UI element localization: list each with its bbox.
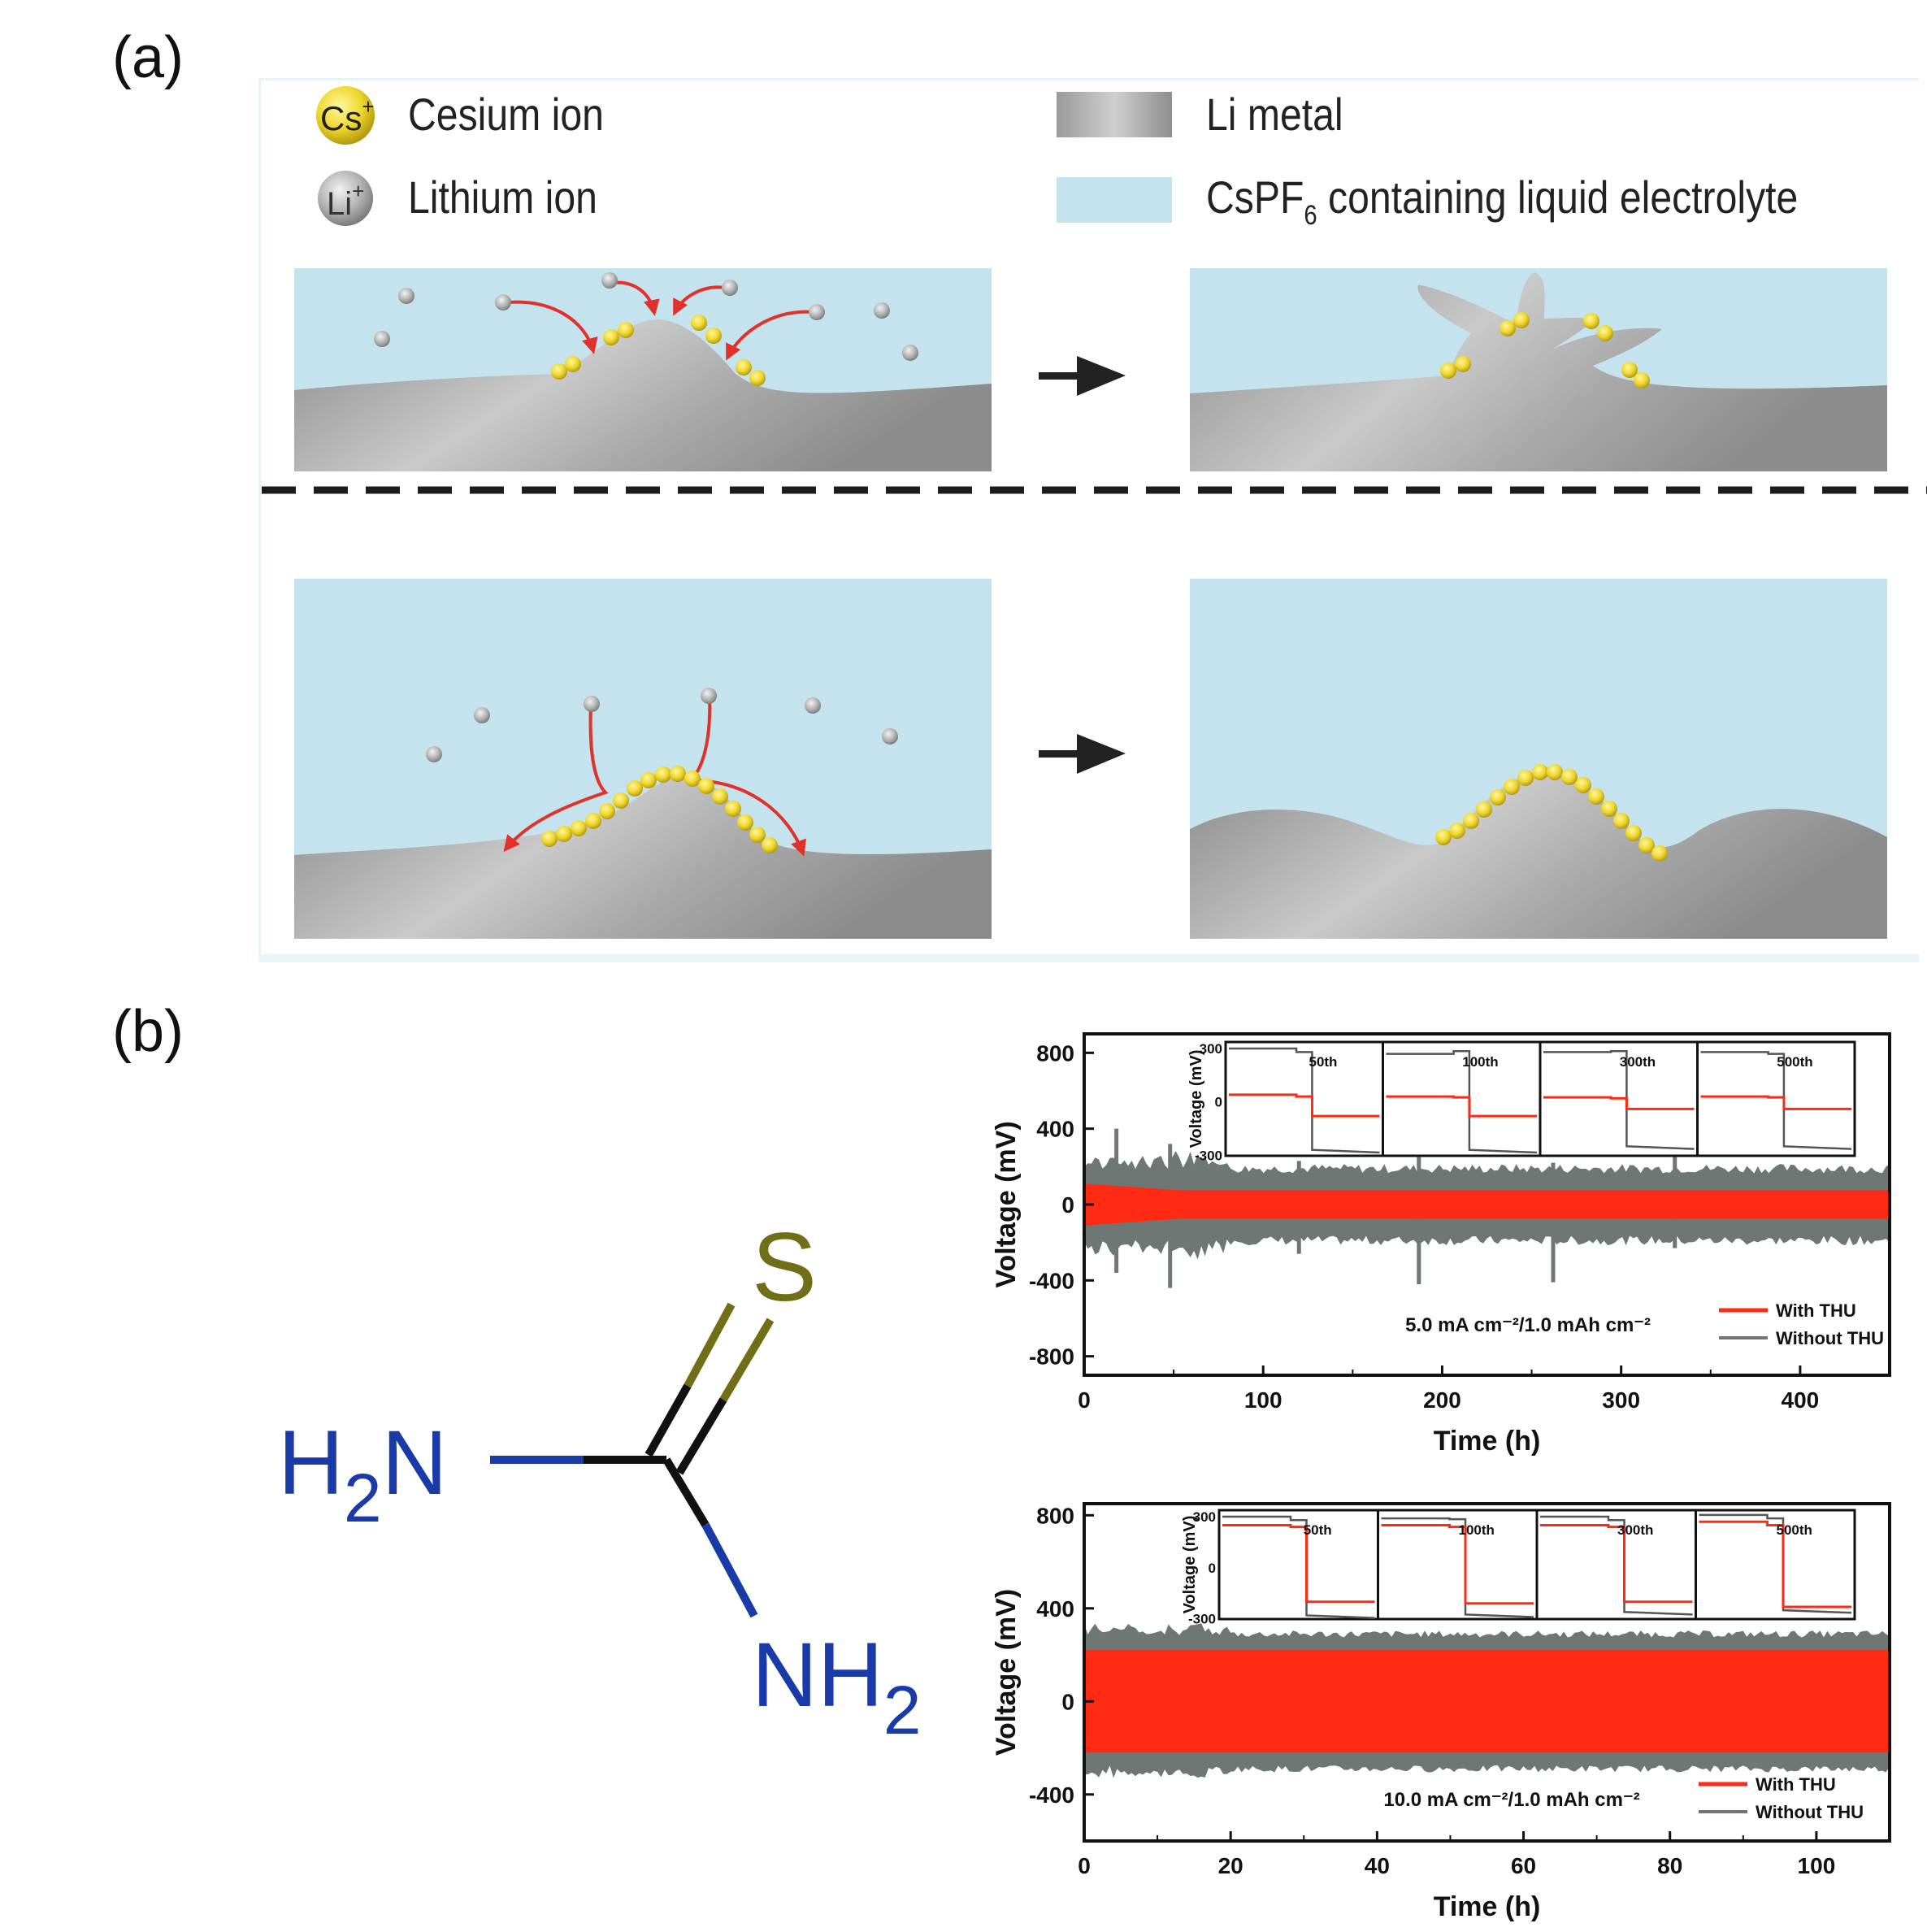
- x-tick-label-4: 80: [1657, 1853, 1682, 1878]
- plot-frame: [1083, 1032, 1891, 1377]
- schematic-panel: [258, 78, 1919, 962]
- x-tick-label-4: 400: [1782, 1387, 1820, 1413]
- inset-frame: [1217, 1509, 1856, 1621]
- inset-y-axis-title: Voltage (mV): [1187, 1050, 1205, 1148]
- inset-cycle-label-1: 100th: [1458, 1522, 1494, 1538]
- inset-y-tick-label-0: 300: [1200, 1041, 1222, 1057]
- without-thu-band: [1084, 1151, 1890, 1260]
- legend-without-thu-label: Without THU: [1756, 1802, 1864, 1822]
- y-axis-title: Voltage (mV): [991, 1589, 1022, 1756]
- y-tick-label-2: 0: [1061, 1192, 1074, 1218]
- inset-y-tick-label-2: -300: [1195, 1148, 1222, 1163]
- x-axis-title: Time (h): [1434, 1426, 1541, 1457]
- electrolyte-label: CsPF6 containing liquid electrolyte: [1206, 171, 1799, 231]
- y-tick-label-0: -400: [1029, 1782, 1074, 1808]
- y-tick-label-1: 0: [1061, 1689, 1074, 1714]
- h2n-label: H2N: [278, 1412, 448, 1536]
- condition-label: 5.0 mA cm⁻²/1.0 mAh cm⁻²: [1405, 1314, 1651, 1336]
- inset-cycle-label-3: 500th: [1776, 1522, 1812, 1538]
- inset-without-thu-0: [1222, 1515, 1375, 1619]
- inset-frame: [1224, 1040, 1856, 1157]
- y-axis-title: Voltage (mV): [991, 1121, 1022, 1287]
- panel-label-b: (b): [112, 999, 184, 1064]
- li-metal-label: Li metal: [1206, 89, 1343, 140]
- cesium-ion-label: Cesium ion: [408, 89, 604, 140]
- with-thu-early: [1086, 1183, 1181, 1226]
- inset-with-thu-1: [1381, 1523, 1534, 1605]
- legend-with-thu-label: With THU: [1776, 1300, 1856, 1321]
- with-thu-band: [1086, 1650, 1888, 1753]
- with-thu-band: [1086, 1190, 1888, 1219]
- inset-with-thu-2: [1543, 1096, 1695, 1110]
- x-tick-label-3: 60: [1511, 1853, 1536, 1878]
- inset-without-thu-3: [1700, 1051, 1852, 1150]
- without-thu-band: [1084, 1623, 1890, 1778]
- inset-y-tick-label-1: 0: [1215, 1095, 1222, 1110]
- y-tick-label-3: 400: [1036, 1117, 1074, 1142]
- x-tick-label-3: 300: [1602, 1387, 1640, 1413]
- x-tick-label-2: 200: [1423, 1387, 1461, 1413]
- inset-with-thu-3: [1700, 1095, 1851, 1110]
- inset-with-thu-0: [1229, 1093, 1380, 1118]
- sulfur-label: S: [752, 1213, 818, 1322]
- inset-cycle-label-0: 50th: [1304, 1522, 1332, 1538]
- x-tick-label-1: 100: [1244, 1387, 1282, 1413]
- y-tick-label-2: 400: [1036, 1596, 1074, 1622]
- x-axis-title: Time (h): [1434, 1891, 1541, 1922]
- inset-cycle-label-2: 300th: [1617, 1522, 1653, 1538]
- plot-frame: [1083, 1502, 1891, 1843]
- inset-with-thu-3: [1699, 1520, 1851, 1609]
- nh2-label: NH2: [752, 1624, 922, 1748]
- legend-with-thu-label: With THU: [1756, 1774, 1836, 1795]
- condition-label: 10.0 mA cm⁻²/1.0 mAh cm⁻²: [1383, 1789, 1639, 1811]
- inset-without-thu-2: [1543, 1050, 1695, 1150]
- y-tick-label-4: 800: [1036, 1040, 1074, 1066]
- x-tick-label-1: 20: [1218, 1853, 1243, 1878]
- x-tick-label-5: 100: [1798, 1853, 1836, 1878]
- li-icon-label: Li+: [327, 179, 365, 222]
- panel-label-a: (a): [112, 25, 184, 90]
- inset-without-thu-1: [1381, 1517, 1534, 1618]
- x-tick-label-0: 0: [1078, 1853, 1091, 1878]
- inset-cycle-label-0: 50th: [1309, 1054, 1337, 1070]
- inset-y-tick-label-1: 0: [1209, 1561, 1216, 1576]
- lithium-ion-label: Lithium ion: [408, 171, 597, 223]
- inset-y-axis-title: Voltage (mV): [1181, 1516, 1199, 1614]
- inset-cycle-label-3: 500th: [1777, 1054, 1812, 1070]
- inset-with-thu-0: [1222, 1523, 1375, 1604]
- x-tick-label-0: 0: [1078, 1387, 1091, 1413]
- inset-cycle-label-2: 300th: [1620, 1054, 1656, 1070]
- inset-with-thu-2: [1540, 1523, 1693, 1604]
- y-tick-label-0: -800: [1029, 1344, 1074, 1370]
- inset-without-thu-2: [1540, 1515, 1693, 1616]
- cs-icon-label: Cs+: [320, 94, 375, 137]
- inset-y-tick-label-2: -300: [1188, 1612, 1216, 1627]
- inset-with-thu-1: [1386, 1095, 1537, 1118]
- inset-without-thu-0: [1229, 1047, 1380, 1154]
- inset-without-thu-1: [1386, 1050, 1538, 1154]
- y-tick-label-3: 800: [1036, 1503, 1074, 1528]
- x-tick-label-2: 40: [1365, 1853, 1390, 1878]
- inset-cycle-label-1: 100th: [1462, 1054, 1498, 1070]
- legend-without-thu-label: Without THU: [1776, 1328, 1884, 1348]
- inset-without-thu-3: [1699, 1513, 1852, 1614]
- y-tick-label-1: -400: [1029, 1268, 1074, 1293]
- inset-y-tick-label-0: 300: [1193, 1509, 1216, 1525]
